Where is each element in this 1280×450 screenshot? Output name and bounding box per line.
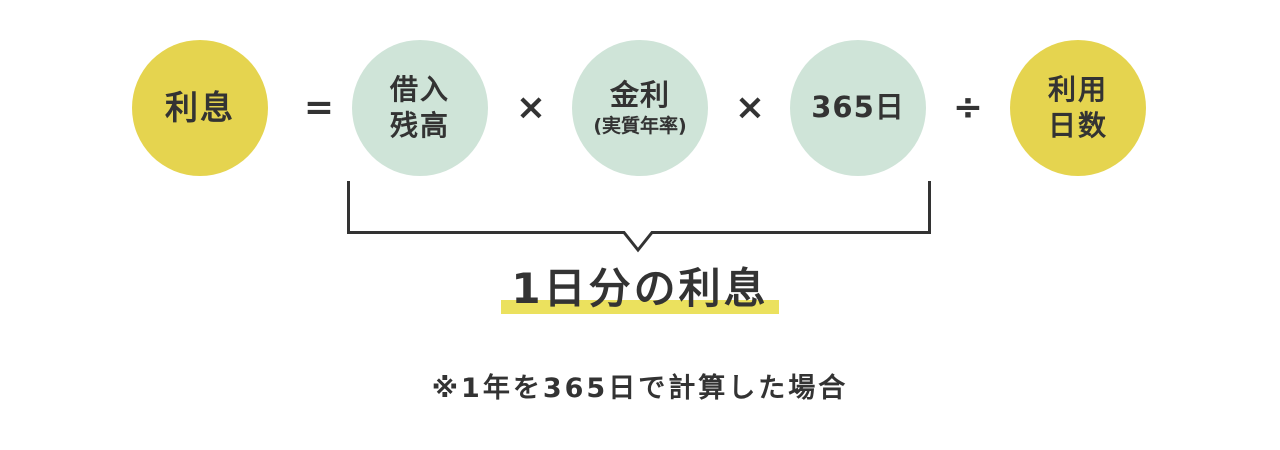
multiply-sign-1: × bbox=[515, 87, 547, 128]
circle-interest-rate: 金利 (実質年率) bbox=[572, 40, 708, 176]
multiply-sign-2: × bbox=[734, 87, 766, 128]
circle-interest-rate-line1: 金利 bbox=[609, 78, 670, 113]
one-day-interest-bracket-icon bbox=[347, 181, 931, 253]
one-day-interest-label: 1日分の利息 bbox=[501, 264, 779, 314]
circle-interest-rate-line2: (実質年率) bbox=[593, 115, 687, 138]
circle-loan-balance-line2: 残高 bbox=[389, 109, 450, 142]
circle-365-days-label: 365日 bbox=[811, 90, 905, 125]
divide-sign: ÷ bbox=[952, 87, 984, 128]
circle-interest: 利息 bbox=[132, 40, 268, 176]
one-day-interest-label-row: 1日分の利息 bbox=[0, 264, 1280, 314]
circle-usage-days: 利用 日数 bbox=[1010, 40, 1146, 176]
circle-usage-days-line1: 利用 bbox=[1047, 73, 1108, 107]
circle-loan-balance: 借入 残高 bbox=[352, 40, 488, 176]
circle-loan-balance-line1: 借入 bbox=[389, 73, 450, 107]
circle-interest-label: 利息 bbox=[165, 87, 235, 127]
circle-365-days: 365日 bbox=[790, 40, 926, 176]
footnote: ※1年を365日で計算した場合 bbox=[431, 373, 849, 404]
equals-sign: = bbox=[303, 87, 335, 128]
circle-usage-days-line2: 日数 bbox=[1047, 109, 1108, 142]
